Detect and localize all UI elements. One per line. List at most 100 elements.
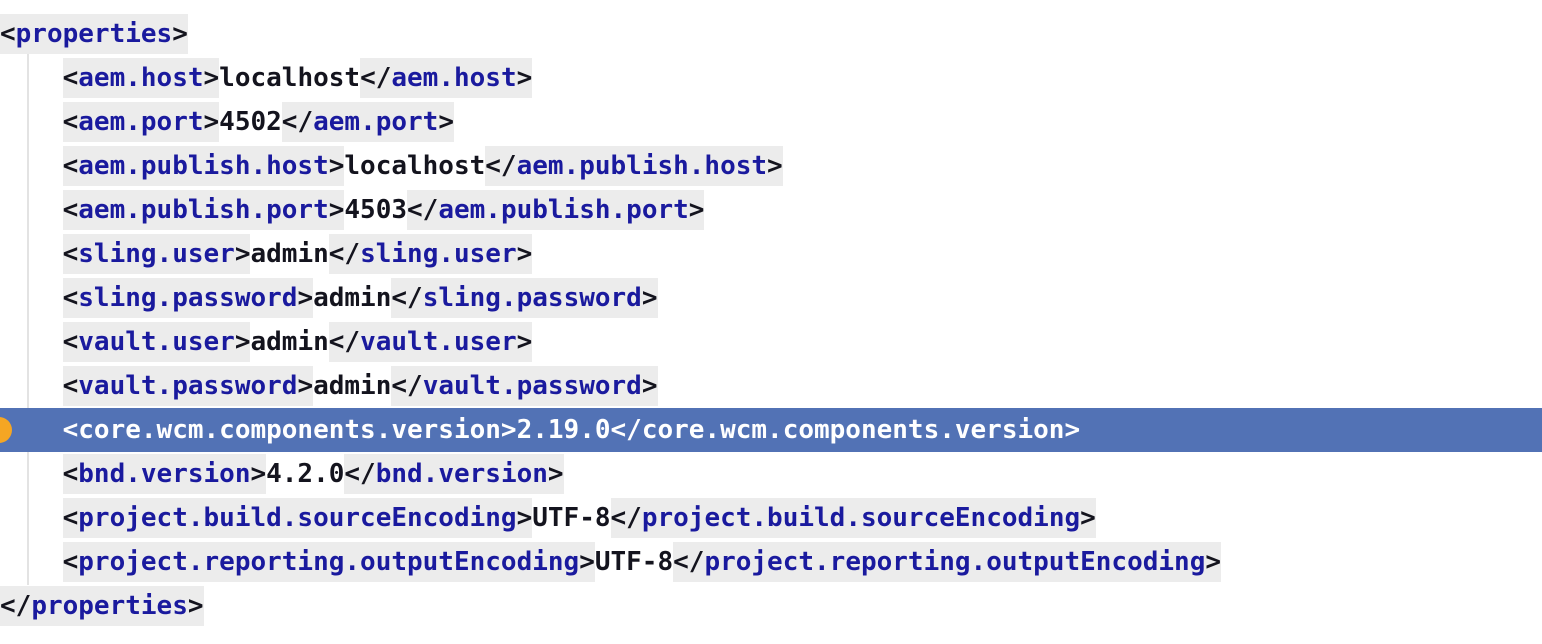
xml-open-tag: <vault.password> <box>62 366 314 406</box>
tag-name: aem.port <box>78 107 204 137</box>
tag-bracket-open: < <box>62 415 79 445</box>
tag-bracket-open: </ <box>360 63 392 93</box>
code-line-text: <project.build.sourceEncoding>UTF-8</pro… <box>0 498 1096 538</box>
code-line[interactable]: <bnd.version>4.2.0</bnd.version> <box>0 452 1542 496</box>
tag-name: core.wcm.components.version <box>641 415 1065 445</box>
xml-open-tag: <project.build.sourceEncoding> <box>62 498 533 538</box>
code-line[interactable]: <aem.port>4502</aem.port> <box>0 100 1542 144</box>
tag-bracket-open: </ <box>391 371 423 401</box>
tag-name: project.reporting.outputEncoding <box>78 547 580 577</box>
breakpoint-circle-icon[interactable] <box>0 417 12 443</box>
code-line[interactable]: </properties> <box>0 584 1542 628</box>
tag-bracket-close: > <box>187 591 204 621</box>
code-line-text: <properties> <box>0 14 188 54</box>
xml-close-tag: </sling.user> <box>328 234 533 274</box>
tag-bracket-close: > <box>516 327 533 357</box>
code-line[interactable]: <aem.publish.host>localhost</aem.publish… <box>0 144 1542 188</box>
code-line-text: <sling.user>admin</sling.user> <box>0 234 533 274</box>
tag-bracket-close: > <box>641 371 658 401</box>
tag-bracket-close: > <box>234 327 251 357</box>
tag-name: sling.user <box>78 239 235 269</box>
tag-bracket-close: > <box>579 547 595 577</box>
code-indent <box>0 371 63 401</box>
tag-bracket-close: > <box>547 459 564 489</box>
tag-name: project.reporting.outputEncoding <box>704 547 1206 577</box>
tag-name: project.build.sourceEncoding <box>641 503 1081 533</box>
code-indent <box>0 195 63 225</box>
tag-bracket-close: > <box>234 239 251 269</box>
xml-text-value: 4503 <box>344 195 408 225</box>
xml-close-tag: </aem.port> <box>281 102 454 142</box>
tag-bracket-open: </ <box>485 151 517 181</box>
tag-name: core.wcm.components.version <box>78 415 501 445</box>
xml-text-value: admin <box>313 371 392 401</box>
xml-open-tag: <properties> <box>0 14 188 54</box>
tag-name: aem.port <box>313 107 439 137</box>
code-indent <box>0 327 63 357</box>
xml-text-value: localhost <box>219 63 361 93</box>
xml-text-value: UTF-8 <box>594 547 674 577</box>
code-line[interactable]: <project.build.sourceEncoding>UTF-8</pro… <box>0 496 1542 540</box>
tag-bracket-open: </ <box>610 503 642 533</box>
tag-bracket-open: </ <box>328 239 361 269</box>
tag-name: vault.user <box>360 327 517 357</box>
xml-text-value: admin <box>313 283 392 313</box>
tag-bracket-open: < <box>62 63 79 93</box>
tag-bracket-close: > <box>516 503 533 533</box>
code-line[interactable]: <aem.host>localhost</ aem.host> <box>0 56 1542 100</box>
code-line-text: <bnd.version>4.2.0</bnd.version> <box>0 454 564 494</box>
tag-bracket-open: </ <box>610 415 642 445</box>
tag-name: vault.password <box>422 371 642 401</box>
tag-bracket-close: > <box>203 63 220 93</box>
xml-open-tag: <aem.host> <box>62 58 220 98</box>
xml-close-tag: </aem.publish.host> <box>485 146 783 186</box>
tag-bracket-close: > <box>297 371 314 401</box>
tag-name: aem.host <box>78 63 204 93</box>
tag-bracket-open: </ <box>281 107 314 137</box>
indent-guide-line <box>27 50 29 585</box>
tag-name: properties <box>31 591 188 621</box>
code-line-text: <project.reporting.outputEncoding>UTF-8<… <box>0 542 1221 582</box>
code-line[interactable]: <vault.user>admin</vault.user> <box>0 320 1542 364</box>
tag-name: aem.publish.host <box>78 151 329 181</box>
tag-name: bnd.version <box>78 459 251 489</box>
tag-bracket-close: > <box>500 415 517 445</box>
xml-text-value: 2.19.0 <box>516 415 611 445</box>
code-indent <box>0 107 63 137</box>
code-line-selected[interactable]: <core.wcm.components.version>2.19.0</cor… <box>0 408 1542 452</box>
code-line-text: <vault.password>admin</vault.password> <box>0 366 658 406</box>
code-indent <box>0 547 63 577</box>
code-line-text: <core.wcm.components.version>2.19.0</cor… <box>0 415 1080 445</box>
code-line-text: <aem.publish.host>localhost</aem.publish… <box>0 146 783 186</box>
code-indent <box>0 239 63 269</box>
code-line[interactable]: <aem.publish.port>4503</aem.publish.port… <box>0 188 1542 232</box>
code-indent <box>0 459 63 489</box>
xml-open-tag: <aem.publish.port> <box>62 190 345 230</box>
code-line-text: <aem.publish.port>4503</aem.publish.port… <box>0 190 705 230</box>
tag-bracket-close: > <box>250 459 267 489</box>
code-line[interactable]: <vault.password>admin</vault.password> <box>0 364 1542 408</box>
tag-bracket-close: > <box>297 283 314 313</box>
tag-name: aem.publish.port <box>438 195 689 225</box>
code-line[interactable]: <project.reporting.outputEncoding>UTF-8<… <box>0 540 1542 584</box>
tag-name: bnd.version <box>375 459 548 489</box>
xml-text-value: 4502 <box>219 107 282 137</box>
code-indent <box>0 415 63 445</box>
code-line[interactable]: <properties> <box>0 12 1542 56</box>
tag-bracket-open: < <box>62 283 79 313</box>
tag-name: project.build.sourceEncoding <box>78 503 517 533</box>
code-line-text: <sling.password>admin</sling.password> <box>0 278 658 318</box>
tag-name: sling.password <box>78 283 298 313</box>
xml-close-tag: </project.build.sourceEncoding> <box>610 498 1096 538</box>
tag-bracket-close: > <box>328 151 345 181</box>
tag-name: sling.password <box>422 283 642 313</box>
tag-bracket-open: < <box>62 503 79 533</box>
code-line[interactable]: <sling.password>admin</sling.password> <box>0 276 1542 320</box>
xml-open-tag: <project.reporting.outputEncoding> <box>62 542 595 582</box>
xml-open-tag: <aem.port> <box>62 102 220 142</box>
tag-name: sling.user <box>360 239 517 269</box>
code-line-text: </properties> <box>0 586 204 626</box>
tag-bracket-close: > <box>767 151 783 181</box>
code-line[interactable]: <sling.user>admin</sling.user> <box>0 232 1542 276</box>
